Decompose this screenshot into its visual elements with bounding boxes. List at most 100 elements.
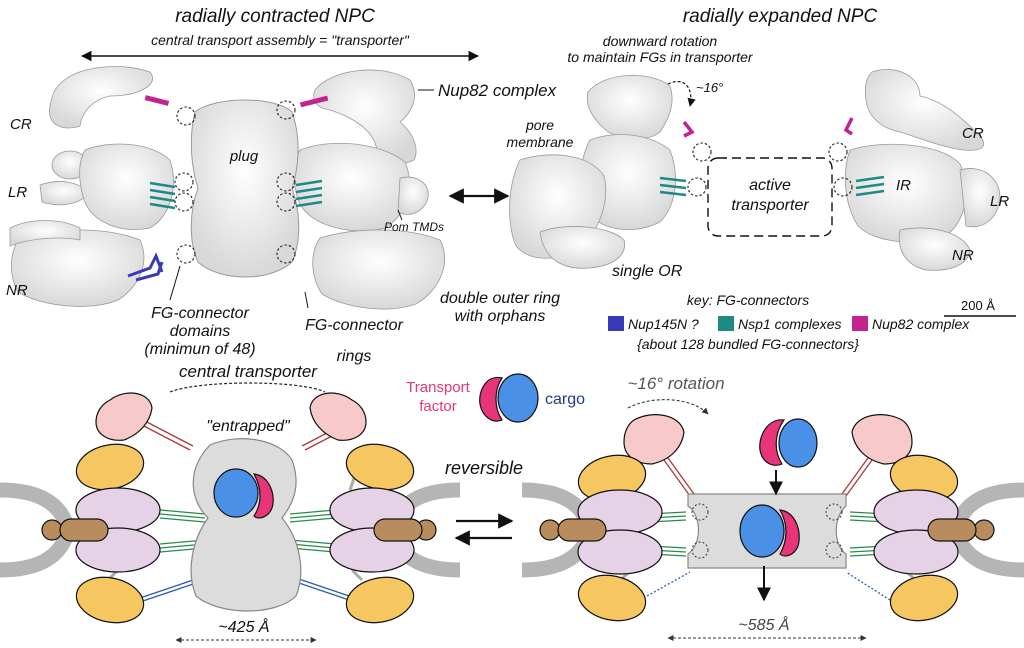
central-transporter-bracket — [169, 382, 326, 393]
fg-connector-circles-right — [276, 100, 296, 264]
central-transporter-title: central transporter — [179, 362, 318, 381]
active-schematic: ~16° rotation — [521, 374, 1024, 641]
nsp1-connectors-expanded — [659, 175, 885, 197]
cargo-label: cargo — [545, 391, 585, 408]
cargo-entrapped — [213, 468, 259, 518]
double-outer-ring-label-2: with orphans — [455, 308, 546, 325]
transport-factor-entrapped — [252, 473, 274, 519]
reversible-label: reversible — [445, 458, 523, 478]
cr-label-left: CR — [10, 116, 32, 133]
active-transporter-box — [707, 157, 833, 237]
entrapped-schematic: central transporter — [0, 362, 461, 643]
active-transporter-label-1: active — [749, 177, 791, 194]
key-swatch-nup82 — [852, 316, 868, 331]
entrapped-label: "entrapped" — [206, 418, 291, 435]
fg-rings-pointer — [304, 291, 309, 309]
key-swatch-nup145n — [608, 316, 624, 331]
fg-domains-label-2: domains — [170, 323, 230, 340]
nsp1-connectors — [149, 179, 323, 210]
expanded-npc-panel: radially expanded NPC downward rotation … — [507, 6, 1016, 317]
fg-domains-pointer — [169, 265, 181, 301]
rotation-note-1: downward rotation — [603, 33, 718, 49]
yellow-subunit-left-bottom — [75, 576, 145, 624]
key-note: {about 128 bundled FG-connectors} — [637, 336, 859, 352]
left-density-map — [9, 66, 174, 307]
right-density-map — [293, 69, 446, 310]
plug-density — [190, 99, 300, 278]
entrapped-transporter — [190, 438, 302, 612]
scale-bar-label: 200 Å — [961, 298, 995, 313]
fg-rings-label-2: rings — [337, 348, 372, 365]
left-expanded-density — [509, 75, 676, 269]
key-legend: key: FG-connectors Nup145N ? Nsp1 comple… — [608, 292, 970, 352]
lr-label-right: LR — [990, 193, 1009, 210]
fg-connector-circles-left — [174, 106, 196, 264]
active-fg-circles — [691, 503, 843, 559]
pom-tmds-label: Pom TMDs — [384, 220, 444, 234]
nup82-connectors — [144, 95, 329, 108]
contracted-npc-panel: radially contracted NPC central transpor… — [6, 6, 560, 365]
yellow-subunit-right-bottom — [345, 576, 415, 624]
transport-factor-label-1: Transport — [406, 379, 470, 396]
cargo-incoming — [778, 418, 818, 468]
cargo-legend — [497, 373, 539, 423]
transport-factor-incoming — [759, 419, 786, 466]
yellow-subunit-right-top — [345, 443, 415, 491]
fg-circles-expanded — [687, 142, 853, 197]
plug-label: plug — [229, 148, 259, 165]
nup82-connector-expanded-left — [682, 120, 695, 138]
nup145n-connector — [127, 252, 164, 282]
rotation-arrow-bottom — [627, 399, 709, 415]
rotation-curved-arrow — [667, 80, 696, 107]
angle-label: ~16° — [696, 80, 723, 95]
active-transporter-label-2: transporter — [731, 197, 809, 214]
lr-label-left: LR — [8, 184, 27, 201]
pore-membrane-label-2: membrane — [507, 134, 574, 150]
expanded-title: radially expanded NPC — [683, 6, 878, 27]
tan-tmd-left — [59, 518, 109, 542]
nr-label-left: NR — [6, 282, 28, 299]
fg-rings-label-1: FG-connector — [305, 317, 403, 334]
transport-factor-active — [778, 509, 800, 557]
fg-domains-label-1: FG-connector — [151, 305, 249, 322]
tan-tmd-active-right — [927, 518, 977, 542]
tan-anchor-left — [41, 519, 63, 541]
yellow-subunit-active-right-bottom — [889, 574, 959, 622]
transport-factor-label-2: factor — [419, 398, 457, 415]
pink-subunit-right — [309, 392, 367, 441]
fg-domains-label-3: (minimun of 48) — [144, 341, 255, 358]
cr-label-right: CR — [962, 125, 984, 142]
tan-anchor-active-left — [539, 519, 561, 541]
nr-label-right: NR — [952, 247, 974, 264]
tan-tmd-right — [373, 518, 423, 542]
double-outer-ring-label-1: double outer ring — [440, 290, 560, 307]
rotation-label: ~16° rotation — [627, 374, 724, 393]
nup82-connector-expanded-right — [843, 117, 854, 136]
key-title: key: FG-connectors — [687, 292, 809, 308]
key-label-nsp1: Nsp1 complexes — [738, 316, 842, 332]
nup82-complex-label: Nup82 complex — [438, 81, 557, 100]
single-or-label: single OR — [612, 263, 683, 280]
tan-tmd-active-left — [557, 518, 607, 542]
ir-label: IR — [896, 177, 911, 194]
right-expanded-density — [844, 69, 1001, 271]
yellow-subunit-left-top — [75, 443, 145, 491]
pom-tmds-pointer — [397, 209, 403, 221]
pore-membrane-label-1: pore — [525, 117, 554, 133]
legend-factor-cargo: Transport factor cargo reversible — [406, 373, 585, 546]
key-swatch-nsp1 — [718, 316, 734, 331]
key-label-nup145n: Nup145N ? — [628, 316, 699, 332]
transport-factor-legend — [479, 376, 503, 422]
width-label-right: ~585 Å — [738, 615, 789, 634]
pink-subunit-active-left — [623, 414, 685, 465]
transporter-label: central transport assembly = "transporte… — [151, 32, 410, 48]
contracted-title: radially contracted NPC — [175, 6, 375, 27]
pink-subunit-left — [95, 392, 153, 441]
rotation-note-2: to maintain FGs in transporter — [567, 49, 754, 65]
tan-anchor-active-right — [973, 519, 995, 541]
pink-subunit-active-right — [851, 414, 913, 465]
lilac-subunit-active-left-2 — [577, 529, 663, 575]
yellow-subunit-active-left-bottom — [577, 574, 647, 622]
key-label-nup82: Nup82 complex — [872, 316, 970, 332]
